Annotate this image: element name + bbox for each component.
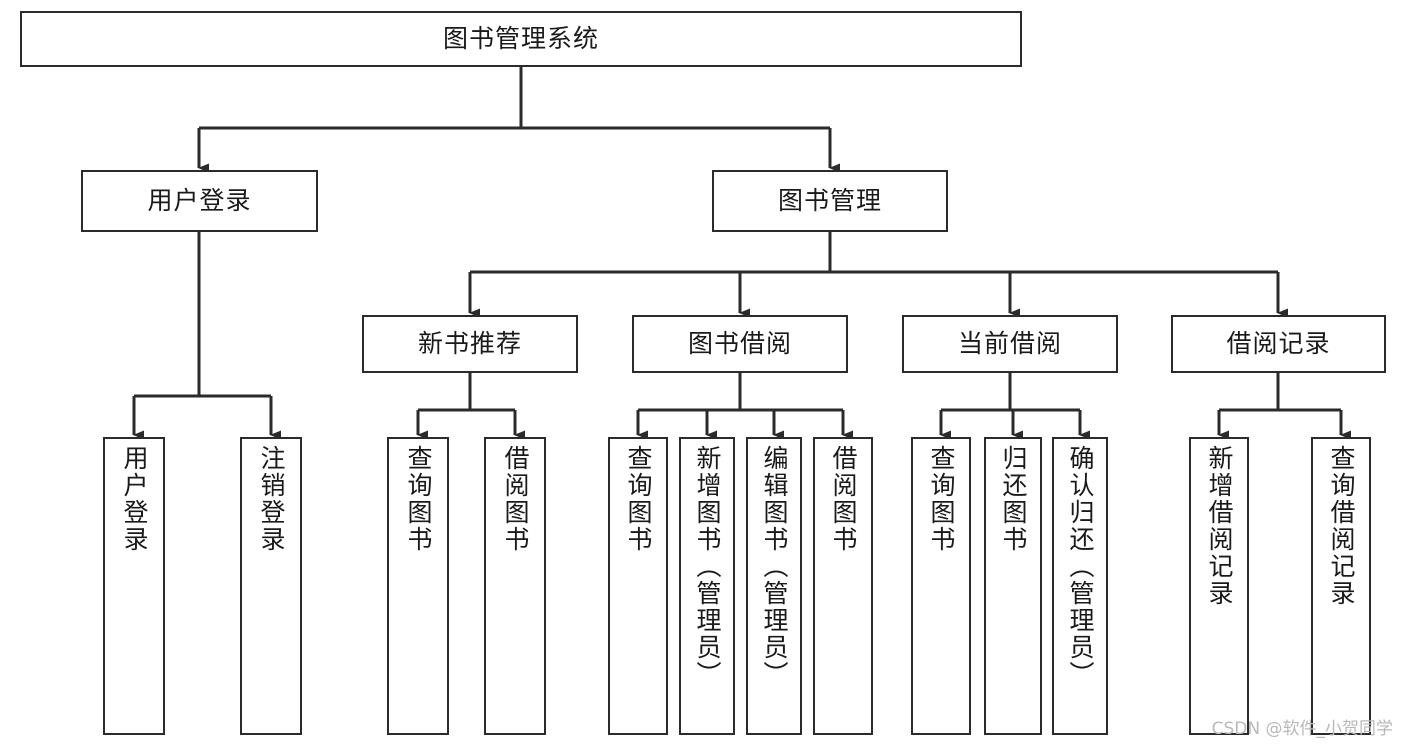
leaf-node-label: 确认归还（管理员） bbox=[1066, 445, 1095, 688]
leaf-node-11[interactable]: 新增借阅记录 bbox=[1189, 437, 1249, 735]
leaf-node-label: 查询借阅记录 bbox=[1327, 445, 1356, 607]
csdn-watermark: CSDN @软件_小贺同学 bbox=[1211, 719, 1393, 739]
leaf-node-4[interactable]: 查询图书 bbox=[608, 437, 668, 735]
leaf-node-label: 编辑图书（管理员） bbox=[760, 445, 789, 688]
leaf-node-label: 用户登录 bbox=[120, 445, 149, 553]
leaf-node-label: 查询图书 bbox=[927, 445, 956, 553]
leaf-node-label: 查询图书 bbox=[404, 445, 433, 553]
level2-node-label: 当前借阅 bbox=[957, 329, 1062, 359]
leaf-node-label: 借阅图书 bbox=[501, 445, 530, 553]
leaf-node-label: 注销登录 bbox=[257, 445, 286, 553]
level2-node-1[interactable]: 图书借阅 bbox=[632, 315, 848, 373]
level1-node-0[interactable]: 用户登录 bbox=[81, 170, 318, 232]
leaf-node-label: 查询图书 bbox=[624, 445, 653, 553]
level2-node-3[interactable]: 借阅记录 bbox=[1171, 315, 1386, 373]
leaf-node-label: 新增借阅记录 bbox=[1205, 445, 1234, 607]
level2-node-label: 新书推荐 bbox=[417, 329, 522, 359]
leaf-node-1[interactable]: 注销登录 bbox=[240, 437, 302, 735]
level1-node-label: 用户登录 bbox=[147, 186, 252, 216]
leaf-node-label: 归还图书 bbox=[999, 445, 1028, 553]
leaf-node-5[interactable]: 新增图书（管理员） bbox=[679, 437, 735, 735]
leaf-node-10[interactable]: 确认归还（管理员） bbox=[1052, 437, 1108, 735]
root-node-0[interactable]: 图书管理系统 bbox=[20, 11, 1022, 67]
leaf-node-12[interactable]: 查询借阅记录 bbox=[1311, 437, 1371, 735]
leaf-node-label: 新增图书（管理员） bbox=[693, 445, 722, 688]
leaf-node-6[interactable]: 编辑图书（管理员） bbox=[746, 437, 802, 735]
level2-node-label: 借阅记录 bbox=[1226, 329, 1331, 359]
leaf-node-2[interactable]: 查询图书 bbox=[387, 437, 449, 735]
leaf-node-3[interactable]: 借阅图书 bbox=[484, 437, 546, 735]
leaf-node-label: 借阅图书 bbox=[829, 445, 858, 553]
level1-node-1[interactable]: 图书管理 bbox=[712, 170, 948, 232]
level2-node-0[interactable]: 新书推荐 bbox=[362, 315, 578, 373]
leaf-node-9[interactable]: 归还图书 bbox=[984, 437, 1042, 735]
leaf-node-8[interactable]: 查询图书 bbox=[911, 437, 971, 735]
leaf-node-7[interactable]: 借阅图书 bbox=[813, 437, 873, 735]
leaf-node-0[interactable]: 用户登录 bbox=[103, 437, 165, 735]
level2-node-2[interactable]: 当前借阅 bbox=[902, 315, 1118, 373]
level1-node-label: 图书管理 bbox=[777, 186, 882, 216]
root-node-label: 图书管理系统 bbox=[442, 24, 599, 54]
level2-node-label: 图书借阅 bbox=[687, 329, 792, 359]
